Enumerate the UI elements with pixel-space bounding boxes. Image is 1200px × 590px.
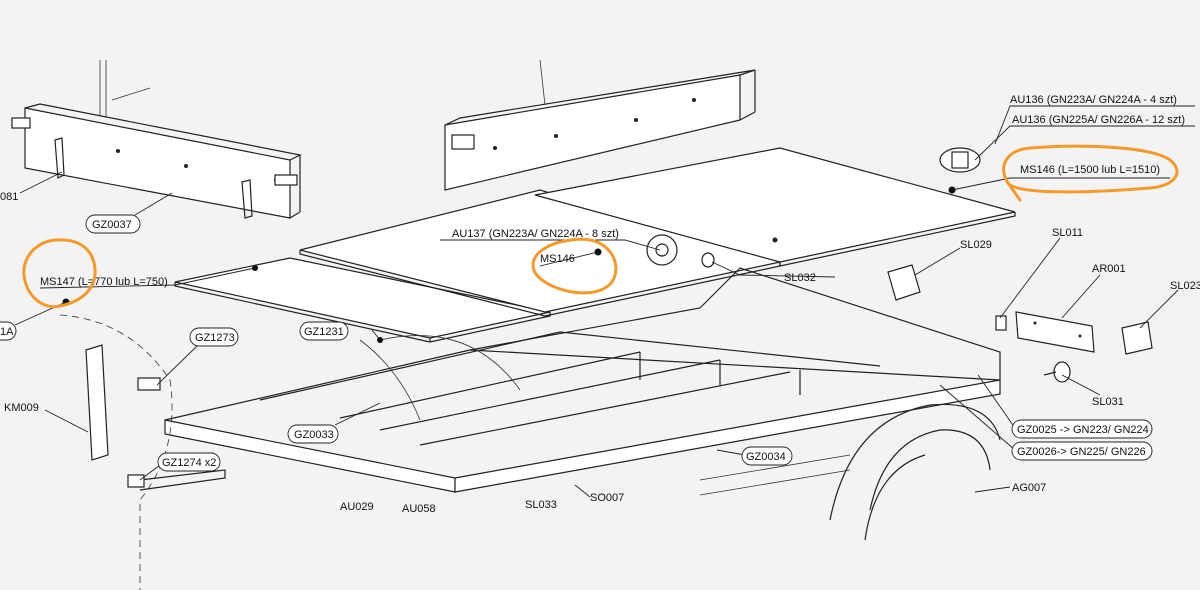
strip-ar001: [1015, 311, 1095, 353]
callout-dot-ms146-long: [948, 186, 956, 194]
tag-gz1273: [189, 327, 239, 347]
label-081: 081: [0, 191, 18, 203]
bracket-sl023: [1121, 321, 1153, 355]
label-ms146: MS146: [540, 253, 575, 265]
bracket-gz1274: [127, 474, 145, 488]
label-gz0025: GZ0025 -> GN223/ GN224: [1017, 424, 1149, 436]
tag-gz0037: [85, 214, 141, 234]
drawbar-outline: [59, 314, 226, 590]
bracket-gz1273: [137, 377, 161, 391]
label-sl011: SL011: [1052, 227, 1083, 239]
label-au137: AU137 (GN223A/ GN224A - 8 szt): [452, 228, 619, 240]
front-board: [444, 59, 756, 191]
label-au136-b: AU136 (GN225A/ GN226A - 12 szt): [1012, 114, 1185, 126]
tag-gz1231: [299, 321, 349, 341]
label-ms146-long: MS146 (L=1500 lub L=1510): [1020, 164, 1160, 176]
tag-gz0034: [741, 446, 793, 466]
label-sl033: SL033: [525, 499, 557, 511]
clip-sl011: [995, 315, 1007, 331]
clamp-au136: [939, 147, 981, 173]
clamp-au137: [646, 234, 678, 266]
lamp-sl031: [1043, 361, 1071, 383]
leader-lines: [14, 105, 1195, 498]
tag-gz1274: [157, 452, 221, 472]
label-gz0026: GZ0026-> GN225/ GN226: [1017, 446, 1146, 458]
label-so007: SO007: [590, 492, 624, 504]
tag-1a: [0, 321, 17, 341]
label-au029: AU029: [340, 501, 374, 513]
label-au058: AU058: [402, 503, 436, 515]
tag-gz0033: [287, 424, 339, 444]
label-sl032: SL032: [784, 272, 816, 284]
tag-gz0025: [1011, 419, 1153, 439]
label-ag007: AG007: [1012, 482, 1046, 494]
label-gz1274: GZ1274 x2: [162, 457, 216, 469]
label-ms147: MS147 (L=770 lub L=750): [40, 276, 168, 288]
label-gz0037: GZ0037: [92, 219, 132, 231]
callout-dot-ms146: [594, 248, 602, 256]
label-gz0034: GZ0034: [746, 451, 786, 463]
bracket-sl029: [887, 264, 921, 301]
lamp-sl032: [701, 252, 715, 268]
side-board-gz0037: [11, 60, 302, 219]
callout-dot-ms147-panel: [252, 265, 258, 271]
label-gz0033: GZ0033: [294, 429, 334, 441]
label-1a: 1A: [0, 326, 14, 338]
label-sl023: SL023: [1170, 280, 1200, 292]
label-gz1273: GZ1273: [195, 332, 235, 344]
highlight-ms146: [531, 237, 618, 295]
label-ar001: AR001: [1092, 263, 1126, 275]
highlight-ms146-long: [1002, 144, 1179, 202]
label-km009: KM009: [4, 402, 39, 414]
chassis-frame: [164, 267, 1001, 496]
callout-dot-gz1231: [377, 337, 383, 343]
wheel-guard-ag007: [829, 403, 1001, 541]
label-sl029: SL029: [960, 239, 992, 251]
label-au136-a: AU136 (GN223A/ GN224A - 4 szt): [1010, 94, 1177, 106]
tag-gz0026: [1011, 441, 1153, 461]
highlight-ms147: [22, 238, 97, 309]
label-gz1231: GZ1231: [304, 326, 344, 338]
floor-panel-ms146-right: [534, 147, 1016, 267]
label-sl031: SL031: [1092, 396, 1124, 408]
